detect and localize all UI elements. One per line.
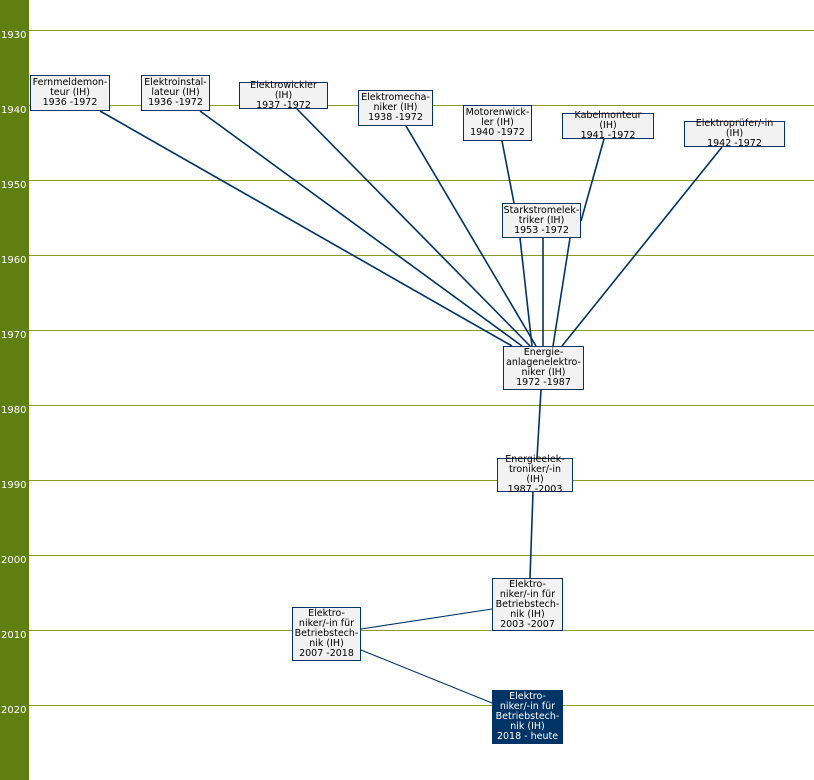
node-label: Elektro- niker/-in für Betriebstech- nik… bbox=[495, 691, 560, 742]
node-elektropruefer: Elektroprüfer/-in (IH) 1942 -1972 bbox=[684, 118, 785, 149]
node-kabelmonteur: Kabelmonteur (IH) 1941 -1972 bbox=[562, 110, 654, 141]
node-label: Energieelek- troniker/-in (IH) 1987 -200… bbox=[505, 454, 565, 495]
node-elektroinstallateur: Elektroinstal- lateur (IH) 1936 -1972 bbox=[141, 75, 210, 111]
gridline-2020 bbox=[29, 705, 814, 706]
node-energieelektroniker: Energieelek- troniker/-in (IH) 1987 -200… bbox=[497, 454, 573, 495]
connector-elektrowickler bbox=[296, 108, 531, 347]
connector-starkstrom-c bbox=[552, 237, 571, 347]
year-label-1950: 1950 bbox=[1, 180, 27, 191]
year-label-2000: 2000 bbox=[1, 555, 27, 566]
node-label: Fernmeldemon- teur (IH) 1936 -1972 bbox=[32, 77, 108, 108]
node-label: Elektro- niker/-in für Betriebstech- nik… bbox=[294, 608, 359, 659]
gridline-1990 bbox=[29, 480, 814, 481]
connector-betriebstechnik-2003 bbox=[360, 608, 493, 630]
node-label: Starkstromelek- triker (IH) 1953 -1972 bbox=[503, 204, 580, 236]
node-energieanlagenelektroniker: Energie- anlagenelektro- niker (IH) 1972… bbox=[503, 346, 584, 390]
gridline-1950 bbox=[29, 180, 814, 181]
connector-energieanlagen bbox=[536, 389, 542, 459]
connector-elektromechaniker bbox=[405, 125, 537, 347]
connector-betriebstechnik-2007 bbox=[360, 649, 493, 704]
node-label: Elektro- niker/-in für Betriebstech- nik… bbox=[495, 578, 560, 630]
node-label: Elektroinstal- lateur (IH) 1936 -1972 bbox=[144, 77, 207, 108]
gridline-2000 bbox=[29, 555, 814, 556]
node-label: Elektroprüfer/-in (IH) 1942 -1972 bbox=[695, 118, 774, 149]
node-motorenwickler: Motorenwick- ler (IH) 1940 -1972 bbox=[463, 105, 532, 141]
year-label-1960: 1960 bbox=[1, 255, 27, 266]
connector-kabelmonteur bbox=[580, 138, 605, 222]
year-label-1970: 1970 bbox=[1, 330, 27, 341]
node-betriebstechnik-2018-current: Elektro- niker/-in für Betriebstech- nik… bbox=[492, 690, 563, 744]
connector-energieelektroniker bbox=[529, 491, 534, 579]
node-label: Kabelmonteur (IH) 1941 -1972 bbox=[574, 110, 642, 141]
connector-starkstrom-a bbox=[519, 237, 533, 347]
gridline-1960 bbox=[29, 255, 814, 256]
connector-fernmeldemonteur bbox=[99, 110, 513, 347]
node-label: Motorenwick- ler (IH) 1940 -1972 bbox=[465, 107, 530, 138]
node-elektromechaniker: Elektromecha- niker (IH) 1938 -1972 bbox=[358, 90, 433, 126]
year-label-1940: 1940 bbox=[1, 105, 27, 116]
node-betriebstechnik-2007: Elektro- niker/-in für Betriebstech- nik… bbox=[292, 607, 361, 661]
year-label-2020: 2020 bbox=[1, 705, 27, 716]
connector-motorenwickler bbox=[501, 140, 515, 204]
connector-elektroinstallateur bbox=[199, 110, 523, 347]
year-label-1990: 1990 bbox=[1, 480, 27, 491]
gridline-1930 bbox=[29, 30, 814, 31]
node-elektrowickler: Elektrowickler (IH) 1937 -1972 bbox=[239, 79, 328, 111]
year-label-2010: 2010 bbox=[1, 630, 27, 641]
node-starkstromelektriker: Starkstromelek- triker (IH) 1953 -1972 bbox=[502, 203, 581, 238]
year-label-1980: 1980 bbox=[1, 405, 27, 416]
gridline-2010 bbox=[29, 630, 814, 631]
node-label: Energie- anlagenelektro- niker (IH) 1972… bbox=[506, 347, 581, 388]
year-label-1930: 1930 bbox=[1, 30, 27, 41]
node-label: Elektrowickler (IH) 1937 -1972 bbox=[250, 79, 317, 111]
node-fernmeldemonteur: Fernmeldemon- teur (IH) 1936 -1972 bbox=[30, 75, 110, 111]
connector-elektropruefer bbox=[561, 146, 723, 347]
gridline-1980 bbox=[29, 405, 814, 406]
node-betriebstechnik-2003: Elektro- niker/-in für Betriebstech- nik… bbox=[492, 578, 563, 631]
gridline-1970 bbox=[29, 330, 814, 331]
node-label: Elektromecha- niker (IH) 1938 -1972 bbox=[361, 92, 430, 123]
year-sidebar bbox=[0, 0, 29, 780]
